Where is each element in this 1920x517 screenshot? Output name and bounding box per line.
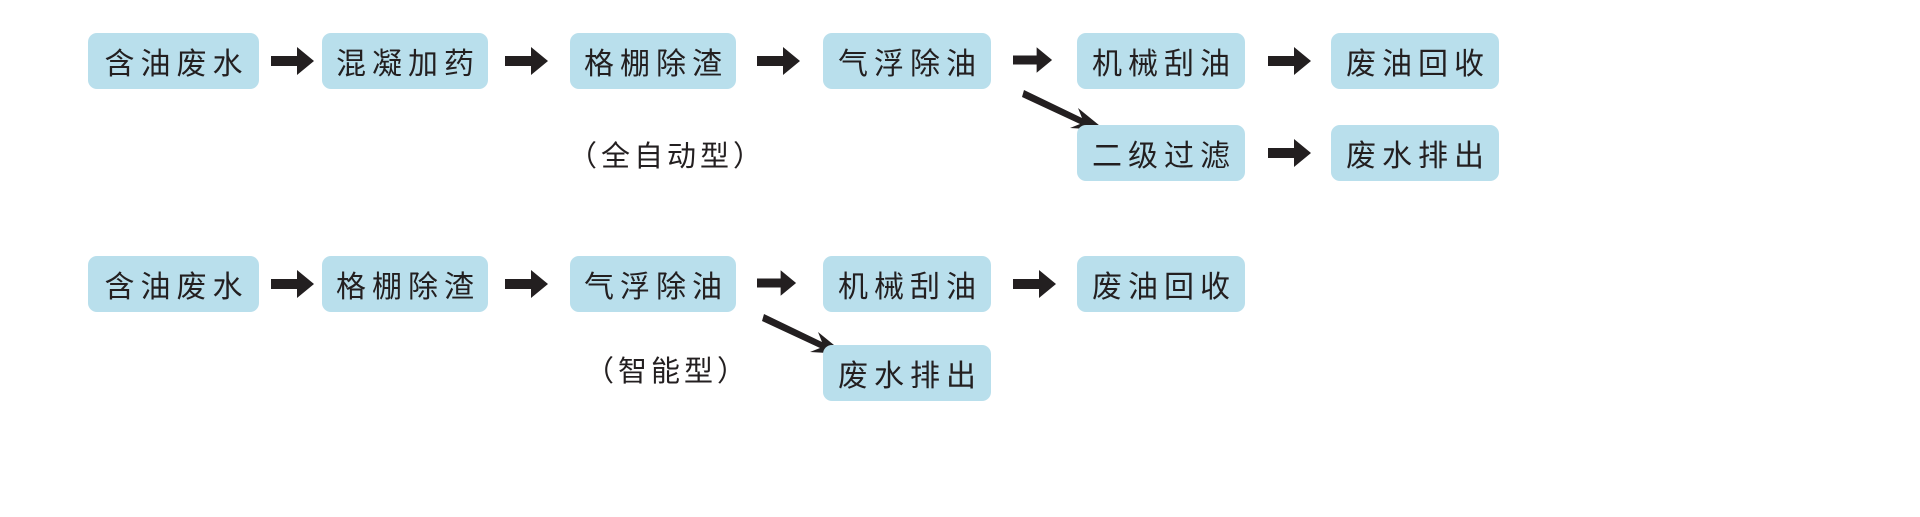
right-arrow-icon [271, 46, 315, 76]
right-arrow-icon [1268, 138, 1312, 168]
diagonal-down-right-arrow-icon [762, 310, 847, 356]
process-node-grate-deslagging-smart[interactable]: 格棚除渣 [322, 256, 488, 312]
process-node-grate-deslagging-auto[interactable]: 格棚除渣 [570, 33, 736, 89]
process-node-coagulation-dosing[interactable]: 混凝加药 [322, 33, 488, 89]
process-node-wastewater-discharge-smart[interactable]: 废水排出 [823, 345, 991, 401]
process-node-mechanical-oil-skimming-smart[interactable]: 机械刮油 [823, 256, 991, 312]
right-arrow-icon [757, 269, 797, 297]
process-node-oily-wastewater-smart[interactable]: 含油废水 [88, 256, 259, 312]
right-arrow-icon [1013, 46, 1053, 74]
right-arrow-icon [271, 269, 315, 299]
process-node-mechanical-oil-skimming-auto[interactable]: 机械刮油 [1077, 33, 1245, 89]
right-arrow-icon [505, 269, 549, 299]
process-node-air-flotation-deoiling-auto[interactable]: 气浮除油 [823, 33, 991, 89]
diagonal-down-right-arrow-icon [1022, 86, 1107, 132]
process-node-waste-oil-recovery-auto[interactable]: 废油回收 [1331, 33, 1499, 89]
process-node-wastewater-discharge-auto[interactable]: 废水排出 [1331, 125, 1499, 181]
mode-label-fully-automatic: （全自动型） [568, 141, 767, 173]
right-arrow-icon [1268, 46, 1312, 76]
right-arrow-icon [757, 46, 801, 76]
process-node-secondary-filtration[interactable]: 二级过滤 [1077, 125, 1245, 181]
process-node-oily-wastewater-auto[interactable]: 含油废水 [88, 33, 259, 89]
right-arrow-icon [505, 46, 549, 76]
right-arrow-icon [1013, 269, 1057, 299]
mode-label-intelligent: （智能型） [585, 356, 751, 388]
process-node-air-flotation-deoiling-smart[interactable]: 气浮除油 [570, 256, 736, 312]
process-node-waste-oil-recovery-smart[interactable]: 废油回收 [1077, 256, 1245, 312]
